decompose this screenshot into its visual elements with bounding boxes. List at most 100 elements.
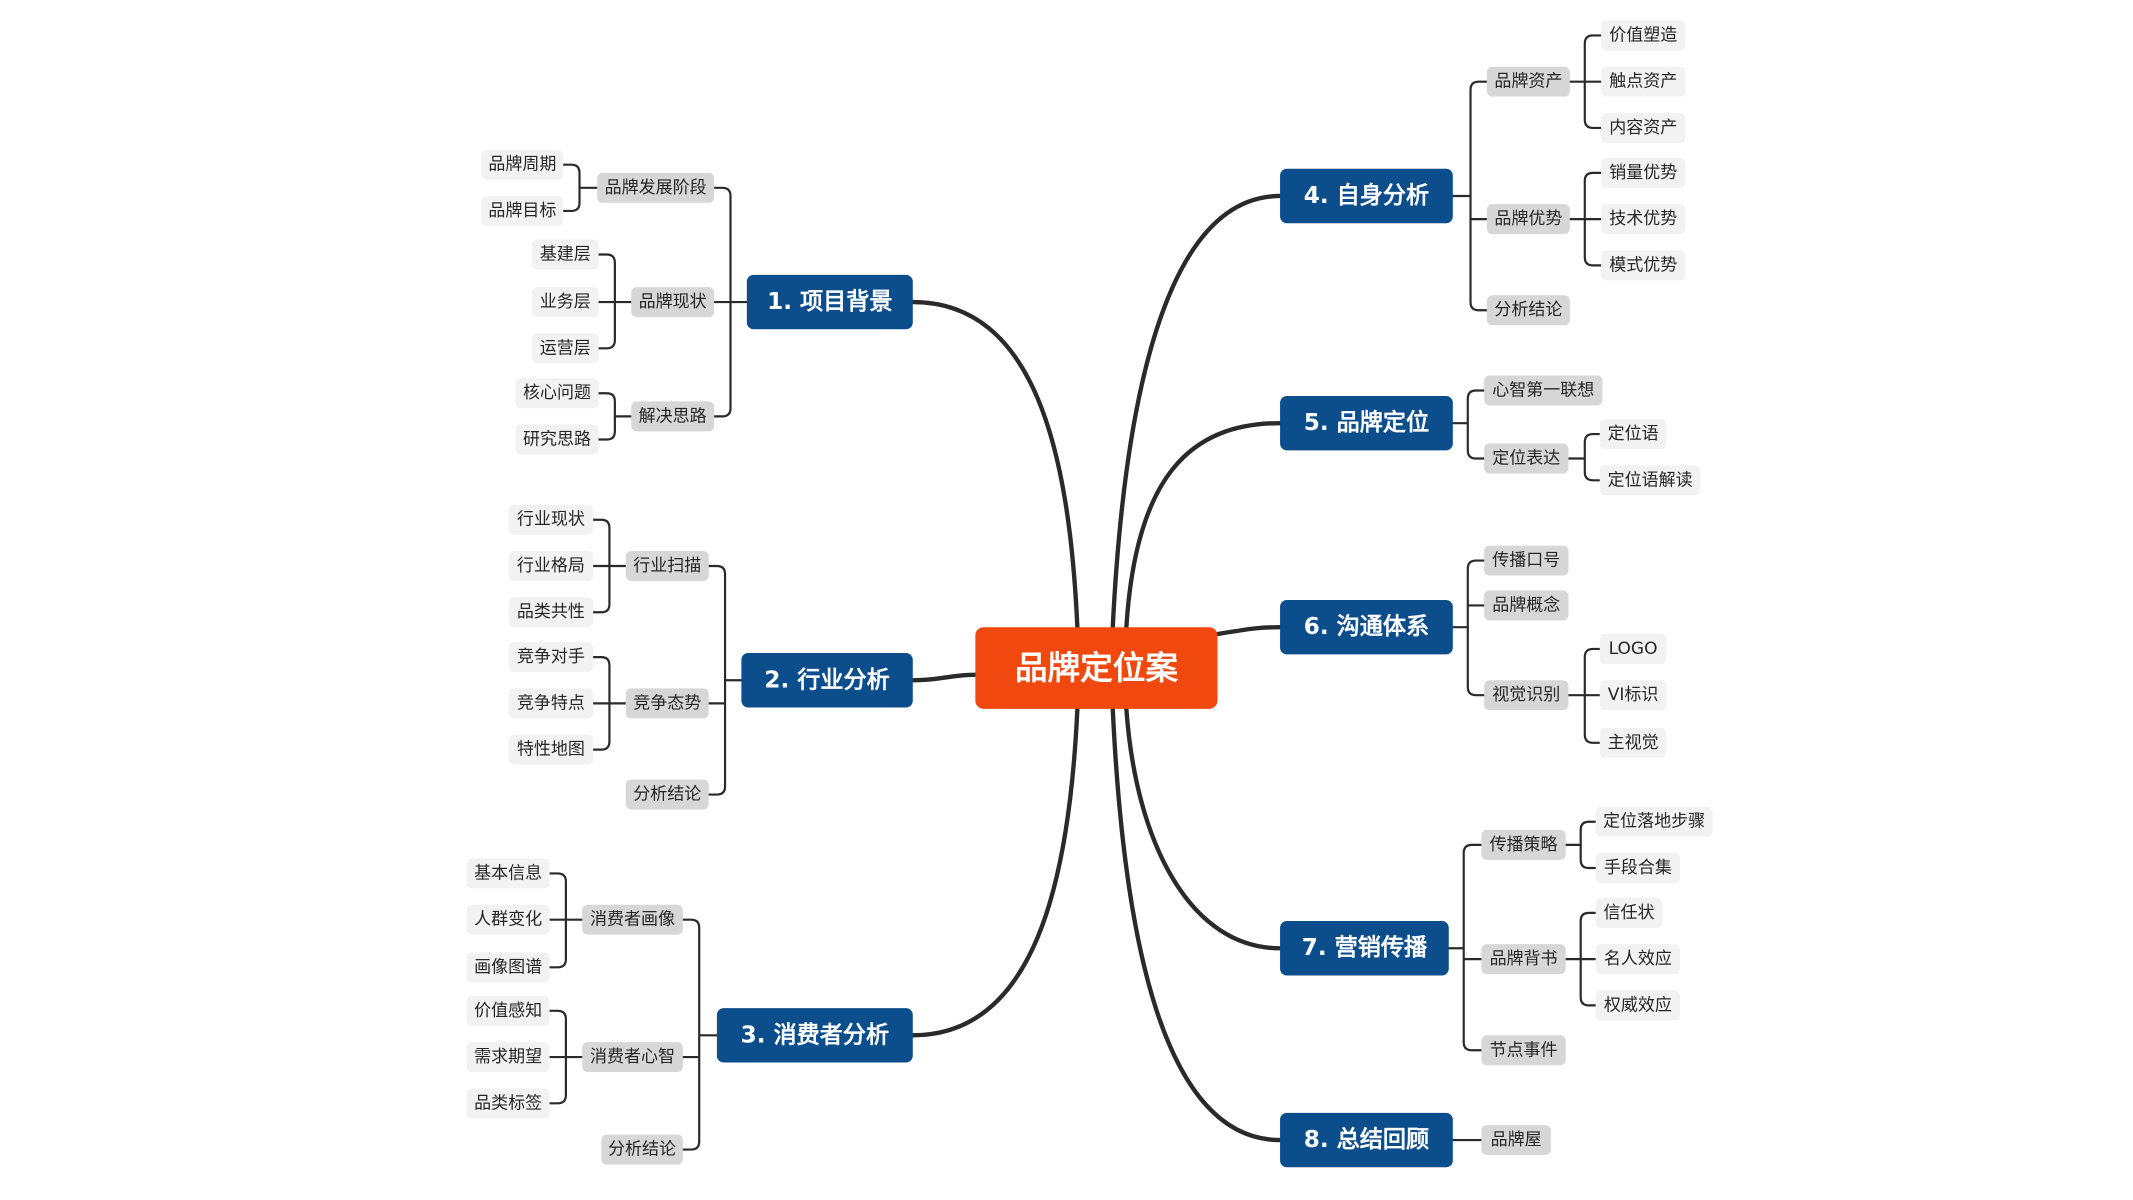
- leaf-industry-structure: 行业格局: [508, 551, 594, 581]
- topic-label: 6. 沟通体系: [1304, 613, 1429, 640]
- topic-label: 主视觉: [1608, 733, 1659, 753]
- topic-box: [1481, 944, 1566, 975]
- topic-label: 行业扫描: [633, 556, 701, 576]
- topic-label: 消费者心智: [590, 1047, 675, 1067]
- topic-label: 分析结论: [633, 785, 701, 805]
- topic-box: [1481, 1125, 1551, 1156]
- topic-box: [1595, 897, 1663, 928]
- branch-connector: [910, 672, 978, 683]
- topic-label: 品牌屋: [1491, 1130, 1542, 1150]
- topic-label: 解决思路: [639, 406, 707, 426]
- topic-label: 分析结论: [1494, 300, 1562, 320]
- topic-box: [1481, 829, 1566, 860]
- leaf-positioning-rollout-steps: 定位落地步骤: [1595, 806, 1713, 837]
- topic-label: 基建层: [540, 244, 591, 264]
- topic-label: 心智第一联想: [1492, 381, 1594, 401]
- leaf-tactics-collection: 手段合集: [1595, 853, 1681, 883]
- topic-label: 品牌现状: [639, 292, 707, 312]
- topic-label: 7. 营销传播: [1302, 935, 1428, 961]
- topic-label: 2. 行业分析: [764, 666, 889, 693]
- bracket-connector: [1568, 34, 1603, 130]
- leaf-authority-effect: 权威效应: [1595, 990, 1681, 1021]
- topic-box: [1595, 853, 1681, 883]
- topic-box: [508, 551, 594, 581]
- subtopic-brand-endorsement: 品牌背书: [1481, 944, 1566, 975]
- topic-label: 8. 总结回顾: [1304, 1126, 1429, 1153]
- topic-box: [466, 995, 550, 1026]
- topic-box: [631, 287, 715, 318]
- bracket-connector: [1451, 80, 1488, 312]
- bracket-connector: [548, 872, 584, 969]
- topic-box: [1601, 113, 1686, 143]
- topic-label: 定位落地步骤: [1603, 812, 1705, 832]
- main-topic-communication-system: 6. 沟通体系: [1280, 600, 1453, 655]
- branch-connector: [910, 299, 1080, 630]
- leaf-brand-goal: 品牌目标: [481, 195, 564, 226]
- topic-box: [1486, 295, 1570, 326]
- main-topic-brand-positioning: 5. 品牌定位: [1280, 395, 1453, 451]
- bracket-connector: [597, 392, 633, 441]
- topic-label: 内容资产: [1609, 118, 1677, 138]
- topic-box: [625, 688, 709, 719]
- topic-label: 品类共性: [517, 602, 585, 622]
- topic-box: [481, 149, 564, 180]
- topic-label: 销量优势: [1609, 163, 1677, 183]
- leaf-credentials: 信任状: [1595, 897, 1663, 928]
- topic-box: [582, 904, 683, 935]
- topic-label: 手段合集: [1604, 858, 1672, 878]
- leaf-touchpoint-assets: 触点资产: [1601, 66, 1686, 97]
- leaf-positioning-statement-interpretation: 定位语解读: [1599, 465, 1701, 496]
- subtopic-slogan: 传播口号: [1484, 545, 1569, 576]
- leaf-core-issue: 核心问题: [515, 378, 599, 409]
- subtopic-brand-status: 品牌现状: [631, 287, 715, 318]
- topic-box: [466, 1042, 550, 1073]
- leaf-positioning-statement: 定位语: [1599, 419, 1667, 450]
- topic-label: 名人效应: [1604, 949, 1672, 969]
- topic-box: [515, 424, 599, 455]
- bracket-connector: [713, 186, 748, 418]
- main-topic-summary-review: 8. 总结回顾: [1280, 1112, 1453, 1168]
- leaf-operations-layer: 运营层: [531, 333, 599, 364]
- topic-label: 运营层: [540, 338, 591, 358]
- topic-label: 价值塑造: [1609, 25, 1677, 45]
- topic-label: 视觉识别: [1492, 685, 1560, 705]
- topic-box: [481, 195, 564, 226]
- topic-label: 5. 品牌定位: [1304, 409, 1429, 436]
- topic-label: 定位语: [1608, 424, 1659, 444]
- subtopic-industry-scan: 行业扫描: [625, 551, 709, 581]
- subtopic-analysis-conclusion: 分析结论: [601, 1134, 683, 1165]
- topic-box: [531, 239, 599, 270]
- topic-box: [1484, 375, 1603, 406]
- bracket-connector: [681, 918, 718, 1151]
- branch-connector: [1124, 706, 1283, 951]
- topic-label: 品牌发展阶段: [605, 178, 707, 198]
- subtopic-brand-assets: 品牌资产: [1486, 66, 1570, 97]
- topic-label: 4. 自身分析: [1304, 182, 1429, 209]
- leaf-research-approach: 研究思路: [515, 424, 599, 455]
- leaf-category-tags: 品类标签: [466, 1088, 550, 1119]
- topic-label: 品类标签: [474, 1093, 542, 1113]
- main-topic-project-background: 1. 项目背景: [746, 274, 913, 330]
- topic-box: [1601, 20, 1686, 51]
- topic-box: [1486, 204, 1570, 235]
- subtopic-solution-approach: 解决思路: [631, 401, 715, 432]
- topic-box: [1601, 157, 1686, 188]
- branch-connector: [1110, 706, 1283, 1143]
- connectors: [548, 34, 1603, 1151]
- topic-box: [1484, 545, 1569, 576]
- leaf-competition-features: 竞争特点: [508, 688, 594, 719]
- topic-label: 品牌定位案: [1015, 649, 1178, 687]
- topic-box: [746, 274, 913, 330]
- topic-label: 竞争特点: [517, 693, 585, 713]
- topic-box: [1280, 600, 1453, 655]
- topic-label: 基本信息: [474, 863, 542, 883]
- topic-label: 品牌背书: [1490, 949, 1558, 969]
- bracket-connector: [1564, 820, 1597, 870]
- subtopic-analysis-conclusion: 分析结论: [625, 779, 709, 810]
- topic-box: [1481, 1035, 1566, 1066]
- leaf-basic-info: 基本信息: [466, 858, 550, 889]
- topic-label: 核心问题: [523, 383, 591, 403]
- leaf-business-model-advantage: 模式优势: [1601, 250, 1686, 281]
- branch-connector: [1124, 420, 1283, 630]
- bracket-connector: [548, 1009, 584, 1105]
